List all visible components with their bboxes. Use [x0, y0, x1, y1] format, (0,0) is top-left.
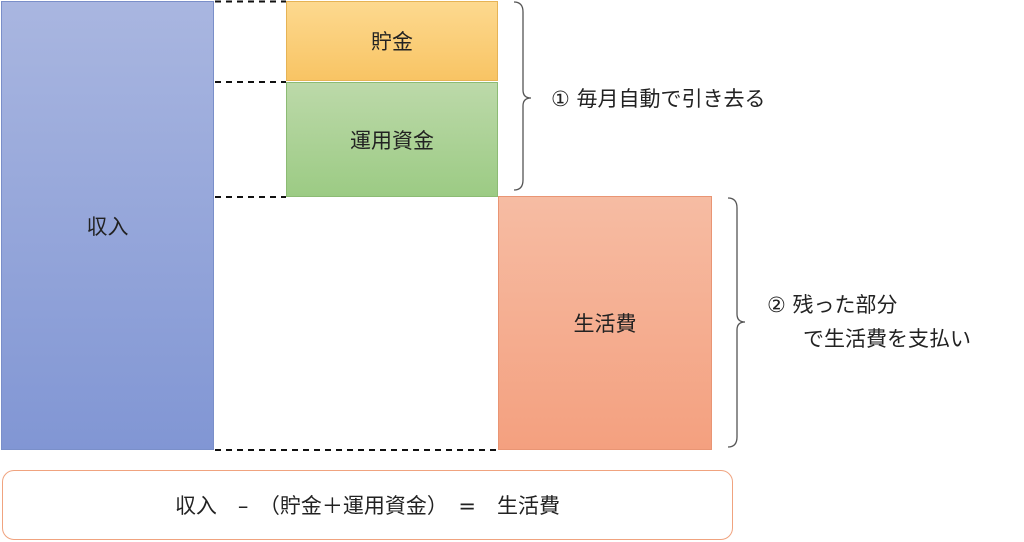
income-block: 収入 — [1, 1, 214, 450]
step1-note: ① 毎月自動で引き去る — [551, 87, 766, 111]
step2-note-line1: ② 残った部分 — [767, 293, 898, 317]
step2-note-line2: で生活費を支払い — [803, 327, 971, 351]
formula-box: 収入 – （貯金＋運用資金） = 生活費 — [2, 470, 733, 540]
formula-text: 収入 – （貯金＋運用資金） = 生活費 — [174, 494, 561, 518]
living-expenses-label: 生活費 — [573, 312, 637, 336]
living-expenses-block: 生活費 — [498, 196, 712, 450]
bracket-step1 — [513, 1, 532, 191]
bracket-step2 — [727, 197, 746, 448]
investment-block: 運用資金 — [286, 82, 498, 197]
income-label: 収入 — [86, 214, 129, 239]
savings-block: 貯金 — [286, 1, 498, 81]
investment-label: 運用資金 — [350, 128, 434, 153]
savings-label: 貯金 — [371, 30, 413, 54]
